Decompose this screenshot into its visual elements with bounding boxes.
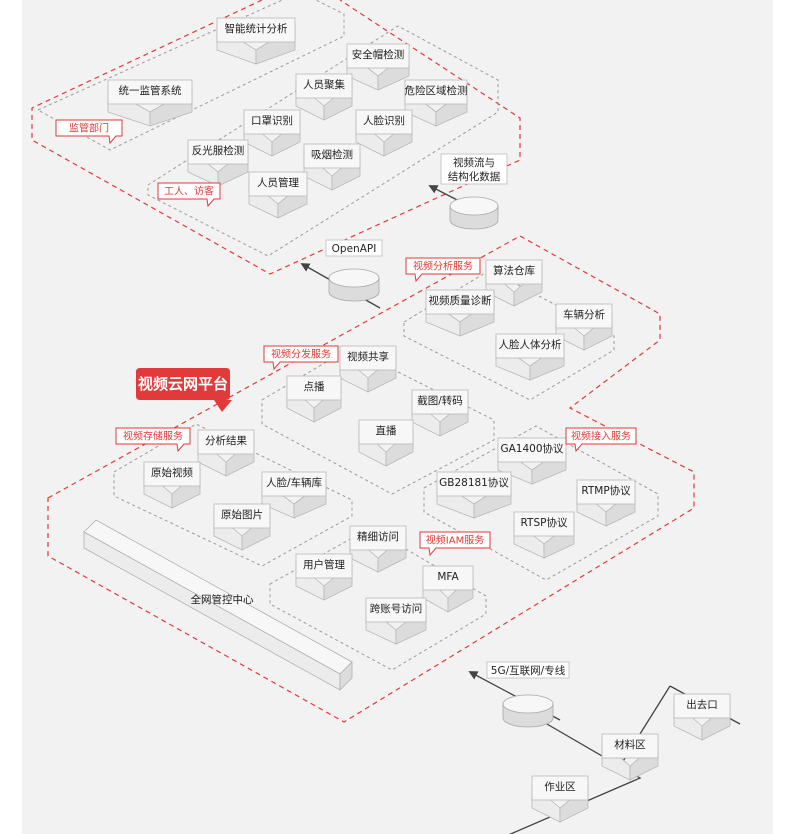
node-tongyi: 统一监管系统	[107, 79, 193, 127]
platform-title: 视频云网平台	[138, 375, 228, 393]
region-detections	[147, 25, 499, 257]
node-label: 直播	[376, 424, 397, 437]
region-platform	[47, 235, 695, 723]
node-chuqukou: 出去口	[673, 693, 731, 741]
tag-label: 视频IAM服务	[426, 534, 484, 547]
node-label: 作业区	[544, 781, 576, 793]
node-rtmp: RTMP协议	[576, 479, 636, 527]
node-label: 安全帽检测	[352, 48, 405, 61]
node-zhiliang: 视频质量诊断	[425, 289, 495, 337]
node-label: 统一监管系统	[119, 84, 182, 97]
tag-gongren: 工人、访客	[157, 182, 221, 208]
node-quanwang: 全网管控中心	[83, 519, 353, 691]
node-anquanmao: 安全帽检测	[346, 43, 410, 91]
tag-label: 视频分发服务	[271, 348, 331, 361]
node-rtsp: RTSP协议	[513, 511, 575, 559]
node-label: 车辆分析	[563, 308, 605, 321]
node-renlian: 人脸识别	[355, 109, 413, 157]
node-ga1400: GA1400协议	[497, 437, 567, 485]
platform-title-callout: 视频云网平台	[136, 368, 232, 412]
node-label: GB28181协议	[439, 476, 509, 489]
node-renyuanjuji: 人员聚集	[295, 73, 353, 121]
region-supervision	[36, 0, 345, 151]
node-label: GA1400协议	[500, 442, 564, 455]
node-label: 人员管理	[257, 176, 299, 189]
node-label: 视频流与	[453, 156, 495, 169]
node-renlianrenti: 人脸人体分析	[495, 333, 565, 381]
tag-fenxi: 视频分析服务	[405, 257, 481, 283]
node-fenxijieguo: 分析结果	[197, 429, 255, 477]
node-gb28181: GB28181协议	[436, 471, 512, 519]
node-label: 吸烟检测	[311, 148, 353, 161]
node-zhibo: 直播	[358, 419, 414, 467]
node-label: 5G/互联网/专线	[491, 664, 566, 677]
node-network: 5G/互联网/专线	[486, 661, 570, 728]
region-analysis	[403, 269, 615, 401]
node-label: 口罩识别	[251, 115, 293, 127]
tag-label: 视频接入服务	[571, 430, 631, 443]
node-label: RTMP协议	[581, 484, 631, 497]
node-renyuanguanli: 人员管理	[248, 171, 308, 219]
node-label: 算法仓库	[493, 264, 535, 277]
node-label: 全网管控中心	[191, 593, 254, 606]
node-mfa: MFA	[422, 565, 474, 613]
node-label: 截图/转码	[417, 394, 463, 407]
node-label: MFA	[437, 571, 459, 583]
node-label: 视频共享	[347, 350, 389, 363]
tag-label: 视频分析服务	[413, 260, 473, 273]
node-jingxi: 精细访问	[349, 525, 407, 573]
node-label: 人员聚集	[303, 78, 345, 91]
node-label: 原始视频	[151, 466, 193, 479]
node-kuazhanghao: 跨账号访问	[365, 597, 427, 645]
tag-fenfa: 视频分发服务	[263, 345, 339, 371]
node-label: 智能统计分析	[225, 22, 288, 35]
node-label: 视频质量诊断	[429, 294, 492, 307]
region-storage	[113, 423, 353, 567]
node-label: 材料区	[614, 738, 646, 751]
tag-label: 工人、访客	[164, 185, 214, 198]
node-jietu: 截图/转码	[411, 389, 469, 437]
tag-cunchu: 视频存储服务	[115, 427, 191, 453]
node-label: 结构化数据	[448, 170, 501, 183]
node-suanfa: 算法仓库	[485, 259, 543, 307]
node-dianbo: 点播	[286, 375, 342, 423]
tag-label: 视频存储服务	[123, 430, 183, 443]
node-label: 原始图片	[221, 508, 263, 521]
node-openapi: OpenAPI	[325, 239, 383, 302]
node-yuanshishipin: 原始视频	[143, 461, 201, 509]
node-label: 出去口	[686, 698, 718, 711]
node-label: 用户管理	[303, 558, 345, 571]
tag-iam: 视频IAM服务	[419, 531, 491, 557]
node-label: 人脸/车辆库	[266, 476, 322, 489]
region-top-outer	[31, 0, 521, 275]
node-label: 人脸识别	[363, 114, 405, 127]
node-cheliang: 车辆分析	[555, 303, 613, 351]
node-shipingongxiang: 视频共享	[339, 345, 397, 393]
node-label: 反光服检测	[192, 144, 245, 157]
node-kouzhao: 口罩识别	[243, 109, 301, 157]
node-label: 分析结果	[205, 434, 247, 447]
node-zuoyequ: 作业区	[531, 775, 589, 823]
node-yuanshitupian: 原始图片	[213, 503, 271, 551]
tag-jianguan: 监管部门	[55, 119, 123, 145]
node-zhineng: 智能统计分析	[216, 17, 296, 65]
node-label: 人脸人体分析	[499, 338, 562, 351]
node-label: 精细访问	[357, 530, 399, 543]
node-cailiaoqu: 材料区	[601, 733, 659, 781]
node-weixian: 危险区域检测	[405, 79, 468, 127]
node-label: 跨账号访问	[370, 602, 423, 615]
node-label: OpenAPI	[332, 243, 377, 255]
tag-label: 监管部门	[69, 122, 109, 135]
node-renlianku: 人脸/车辆库	[261, 471, 327, 519]
tag-jieru: 视频接入服务	[565, 427, 637, 453]
region-access	[423, 425, 659, 581]
node-xiyan: 吸烟检测	[303, 143, 361, 191]
node-label: 危险区域检测	[405, 84, 468, 97]
node-label: RTSP协议	[521, 516, 568, 529]
node-fanguangfu: 反光服检测	[187, 139, 249, 187]
node-label: 点播	[304, 380, 325, 393]
node-yonghu: 用户管理	[295, 553, 353, 601]
